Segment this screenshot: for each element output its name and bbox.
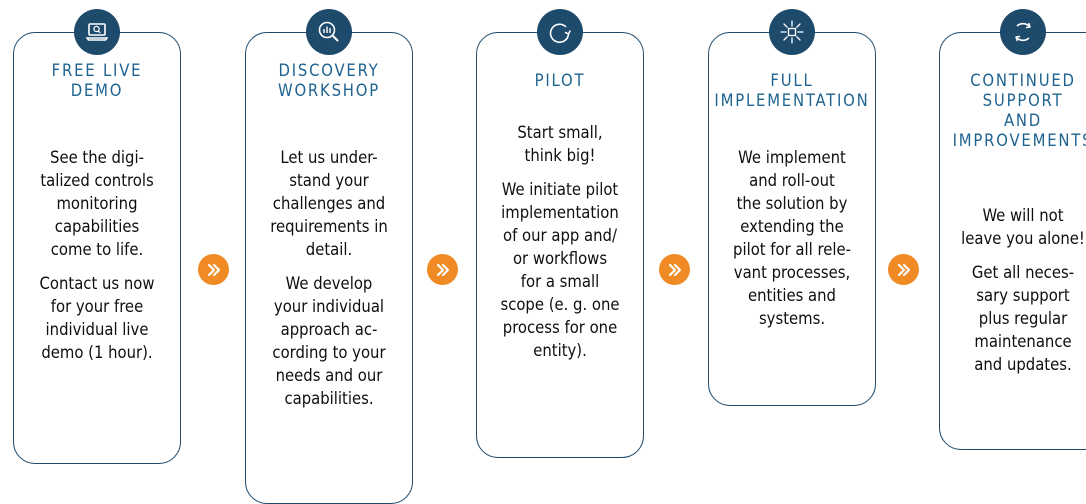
next-step-arrow bbox=[888, 254, 919, 285]
next-step-arrow bbox=[198, 254, 229, 285]
step-body: We implement and roll-out the solution b… bbox=[708, 146, 876, 341]
step-card-pilot bbox=[476, 32, 644, 458]
step-paragraph: We implement and roll-out the solution b… bbox=[733, 148, 851, 328]
step-body: We will not leave you alone! Get all nec… bbox=[939, 204, 1086, 387]
step-badge bbox=[1000, 9, 1046, 55]
step-card-discovery-workshop bbox=[245, 32, 413, 504]
step-title: FULL IMPLEMENTATION bbox=[714, 71, 870, 110]
double-chevron-right-icon bbox=[897, 263, 910, 276]
step-paragraph: Let us under- stand your challenges and … bbox=[270, 148, 388, 259]
step-paragraph: We develop your individual approach ac- … bbox=[272, 274, 386, 408]
circular-arrow-icon bbox=[549, 23, 571, 43]
step-title: FREE LIVE DEMO bbox=[51, 61, 143, 100]
step-paragraph: Contact us now for your free individual … bbox=[39, 274, 155, 362]
step-paragraph: Start small, think big! bbox=[517, 123, 603, 165]
step-badge bbox=[306, 9, 352, 55]
step-body: See the digi- talized controls monitorin… bbox=[13, 146, 181, 375]
step-title: CONTINUED SUPPORT AND IMPROVEMENTS bbox=[952, 71, 1086, 150]
step-badge bbox=[74, 9, 120, 55]
next-step-arrow bbox=[427, 254, 458, 285]
refresh-cycle-icon bbox=[1015, 22, 1031, 42]
step-card-free-live-demo bbox=[13, 32, 181, 464]
laptop-search-icon bbox=[85, 23, 109, 41]
step-badge bbox=[769, 9, 815, 55]
step-paragraph: Get all neces- sary support plus regular… bbox=[971, 263, 1075, 374]
double-chevron-right-icon bbox=[207, 263, 220, 276]
step-paragraph: See the digi- talized controls monitorin… bbox=[40, 148, 154, 259]
step-title: DISCOVERY WORKSHOP bbox=[277, 61, 381, 100]
step-body: Let us under- stand your challenges and … bbox=[245, 146, 413, 421]
next-step-arrow bbox=[659, 254, 690, 285]
magnifier-chart-icon bbox=[318, 21, 339, 42]
step-card-full-implementation bbox=[708, 32, 876, 406]
step-badge bbox=[537, 9, 583, 55]
step-body: Start small, think big! We initiate pilo… bbox=[476, 121, 644, 373]
burst-icon bbox=[780, 20, 804, 44]
step-title: PILOT bbox=[534, 71, 586, 90]
double-chevron-right-icon bbox=[668, 263, 681, 276]
double-chevron-right-icon bbox=[436, 263, 449, 276]
step-paragraph: We initiate pilot implementation of our … bbox=[500, 180, 620, 360]
step-paragraph: We will not leave you alone! bbox=[961, 206, 1085, 248]
